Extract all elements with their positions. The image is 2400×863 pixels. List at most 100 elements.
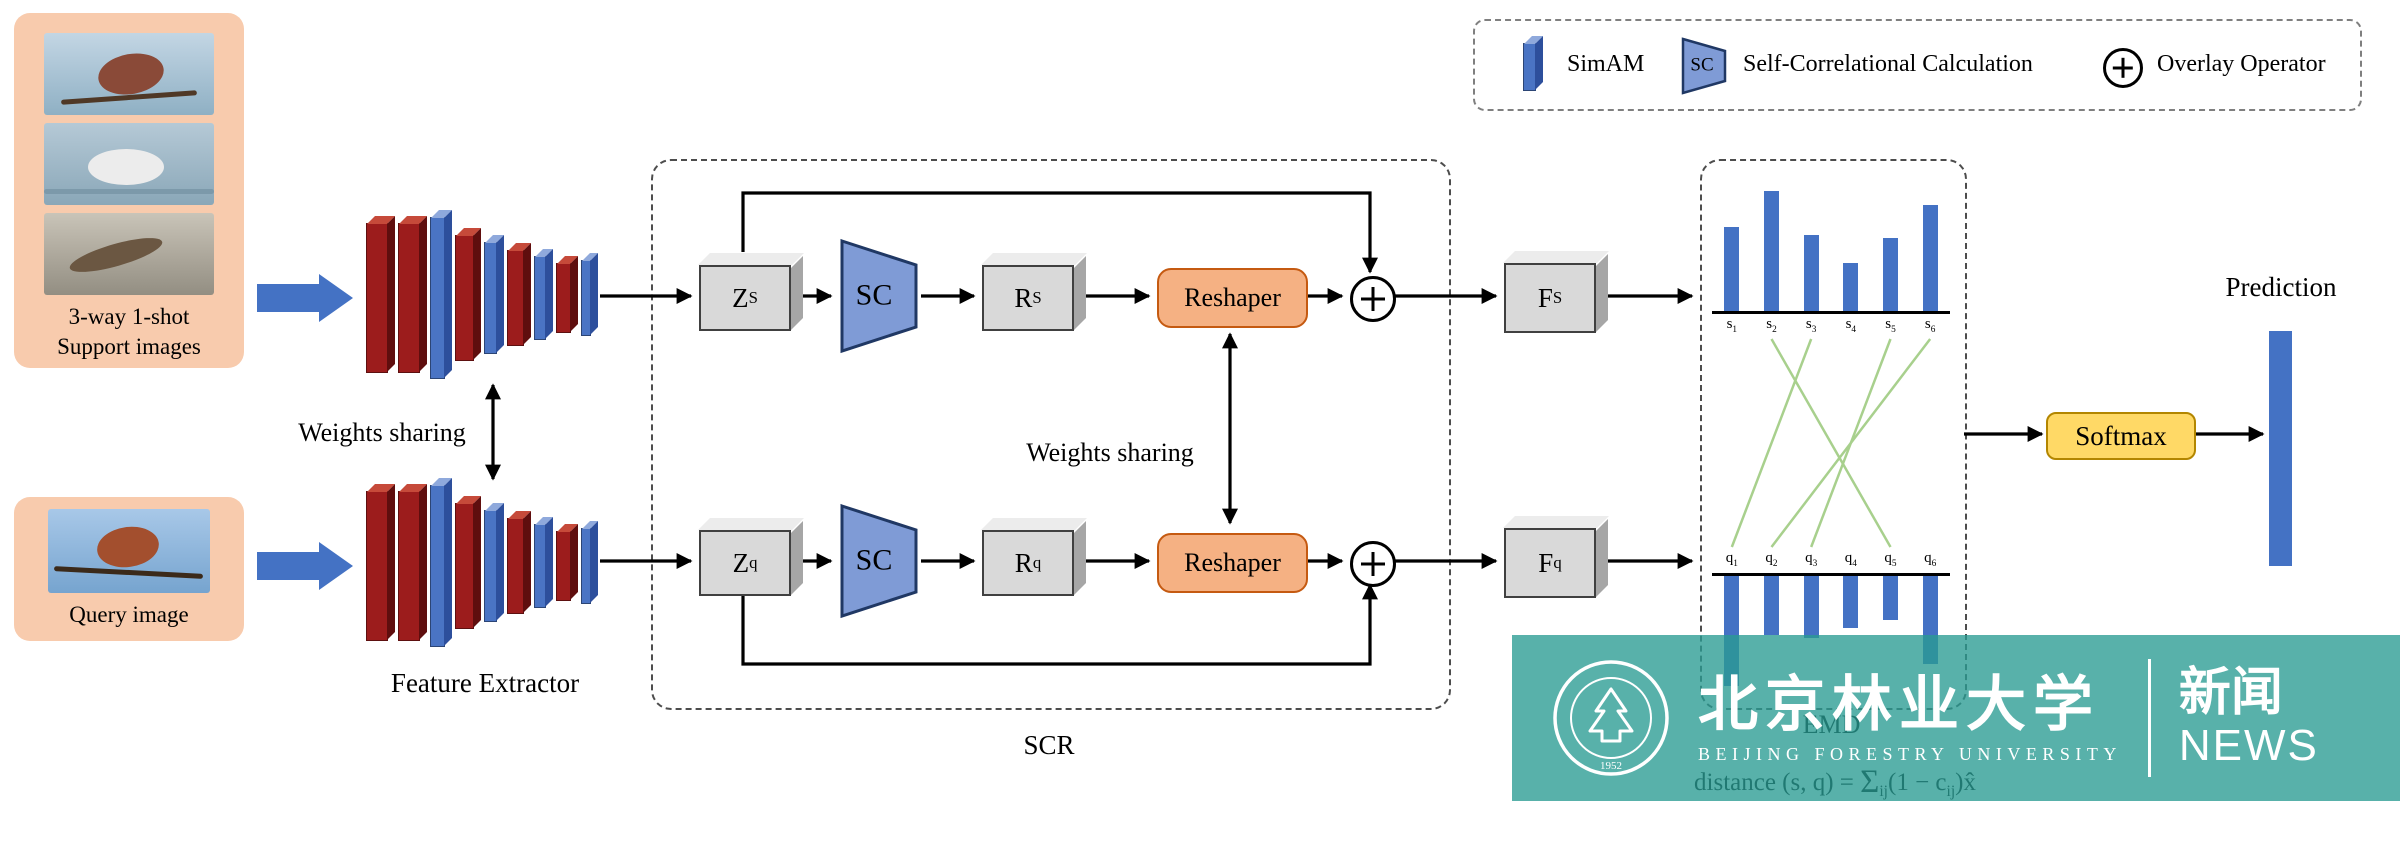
sc-bottom-label: SC	[855, 543, 893, 577]
support-bird-image-2	[44, 123, 214, 205]
match-line-s6-q2	[1770, 338, 1932, 548]
university-name-cn: 北京林业大学	[1698, 671, 2100, 738]
zs-sub: S	[748, 288, 758, 307]
query-bird-image	[48, 509, 210, 593]
support-bird-image-1	[44, 33, 214, 115]
prediction-vector-bar	[2269, 331, 2292, 566]
overlay-operator-top	[1350, 276, 1396, 322]
logo-year: 1952	[1600, 760, 1622, 772]
fq-sub: q	[1553, 553, 1562, 572]
input-arrow-support	[257, 284, 319, 312]
rs-label: R	[1014, 282, 1033, 313]
fs-sub: S	[1552, 288, 1563, 307]
extractor-slab-query	[398, 491, 420, 641]
reshaper-top: Reshaper	[1157, 268, 1308, 328]
extractor-slab-support	[455, 235, 474, 361]
query-caption: Query image	[69, 602, 189, 627]
support-tick-label: s6	[1924, 316, 1936, 335]
fq-label: F	[1538, 547, 1554, 578]
extractor-slab-support	[534, 256, 546, 340]
support-bar-s1	[1724, 227, 1740, 311]
query-image-panel: Query image	[14, 497, 244, 641]
support-tick-label: s3	[1805, 316, 1817, 335]
extractor-slab-support	[556, 263, 571, 333]
university-name-en: BEIJING FORESTRY UNIVERSITY	[1698, 743, 2122, 764]
query-bar-q3	[1803, 576, 1819, 638]
news-label-cn: 新闻	[2178, 664, 2283, 722]
extractor-slab-query	[366, 491, 388, 641]
support-bar-s6	[1922, 205, 1938, 311]
match-line-s3-q1	[1730, 338, 1813, 548]
extractor-slab-query	[430, 485, 445, 647]
match-line-s2-q5	[1770, 338, 1892, 548]
university-logo-icon: 1952	[1553, 660, 1669, 776]
sc-top-label: SC	[855, 278, 893, 312]
scr-module-box	[651, 159, 1451, 710]
bird-shape	[88, 149, 165, 186]
fs-label: F	[1537, 282, 1553, 313]
query-tick-label: q3	[1805, 550, 1818, 569]
bird-shape	[66, 231, 165, 279]
feature-extractor-label: Feature Extractor	[390, 668, 580, 698]
overlay-legend-label: Overlay Operator	[2157, 51, 2326, 77]
query-axis-line	[1712, 573, 1950, 576]
query-bar-q2	[1764, 576, 1779, 635]
zs-label: Z	[732, 282, 749, 313]
sc-legend-label: Self-Correlational Calculation	[1743, 51, 2033, 77]
simam-legend-label: SimAM	[1567, 51, 1645, 77]
sc-trapezoid-shape	[1681, 37, 1727, 95]
extractor-slab-support	[398, 223, 420, 373]
emd-match-lines	[1730, 338, 1932, 548]
water-shape	[44, 188, 214, 194]
extractor-slab-support	[484, 242, 497, 354]
extractor-slab-support	[366, 223, 388, 373]
weights-sharing-label-left: Weights sharing	[298, 418, 466, 447]
query-tick-label: q4	[1844, 550, 1857, 569]
support-tick-label: s2	[1766, 316, 1777, 335]
extractor-slab-query	[556, 531, 571, 601]
query-tick-label: q1	[1725, 550, 1738, 569]
softmax-box: Softmax	[2046, 412, 2196, 460]
extractor-slab-query	[455, 503, 474, 629]
input-arrow-support-head	[319, 274, 353, 322]
extractor-slab-query	[534, 524, 546, 608]
input-arrow-query	[257, 552, 319, 580]
support-caption-line1: 3-way 1-shot	[68, 304, 190, 329]
prediction-label: Prediction	[2225, 272, 2337, 302]
news-block: 新闻 NEWS	[2179, 665, 2319, 771]
support-images-panel: 3-way 1-shot Support images	[14, 13, 244, 368]
extractor-slab-support	[581, 260, 591, 336]
sc-trapezoid-shape	[840, 503, 918, 619]
extractor-slab-query	[484, 510, 497, 622]
query-bar-q5	[1883, 576, 1898, 620]
weights-sharing-label-mid: Weights sharing	[1026, 438, 1194, 467]
extractor-slab-query	[507, 518, 524, 614]
extractor-slab-support	[430, 217, 445, 379]
query-tick-label: q2	[1765, 550, 1778, 569]
news-label-en: NEWS	[2178, 721, 2319, 770]
skip-connection-bottom	[741, 583, 1378, 666]
query-tick-label: q5	[1884, 550, 1897, 569]
simam-icon	[1523, 43, 1536, 91]
support-bar-s5	[1883, 238, 1898, 311]
reshaper-top-label: Reshaper	[1184, 283, 1281, 312]
sc-block-top: SC	[839, 238, 919, 354]
extractor-slab-query	[581, 528, 591, 604]
rq-sub: q	[1032, 553, 1042, 572]
support-caption-line2: Support images	[57, 334, 201, 359]
sc-legend-icon: SC	[1681, 37, 1727, 95]
zq-sub: q	[749, 553, 758, 572]
query-tick-label: q6	[1924, 550, 1937, 569]
overlay-operator-icon	[2103, 48, 2143, 88]
input-arrow-query-head	[319, 542, 353, 590]
watermark-divider	[2147, 659, 2151, 777]
